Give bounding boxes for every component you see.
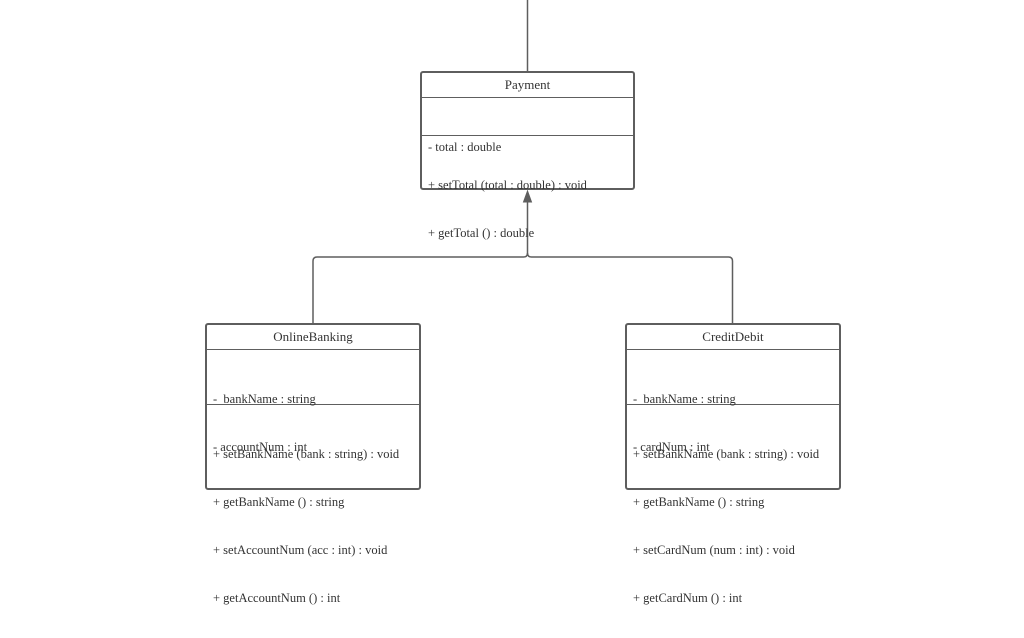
class-name: CreditDebit [627, 325, 839, 350]
methods-section: + setBankName (bank : string) : void + g… [207, 405, 419, 638]
class-name: OnlineBanking [207, 325, 419, 350]
methods-section: + setBankName (bank : string) : void + g… [627, 405, 839, 638]
attributes-section: - bankName : string - cardNum : int [627, 350, 839, 454]
class-creditdebit[interactable]: CreditDebit - bankName : string - cardNu… [625, 323, 841, 605]
class-payment[interactable]: Payment - total : double + setTotal (tot… [420, 71, 635, 240]
method: + getAccountNum () : int [213, 591, 341, 605]
attribute: - bankName : string [633, 392, 736, 406]
method: + setCardNum (num : int) : void [633, 543, 795, 557]
method: + getBankName () : string [633, 495, 765, 509]
attribute: - cardNum : int [633, 440, 710, 454]
method: + setBankName (bank : string) : void [633, 447, 820, 461]
method: + getBankName () : string [213, 495, 345, 509]
method: + setAccountNum (acc : int) : void [213, 543, 388, 557]
method: + setTotal (total : double) : void [428, 178, 587, 192]
attribute: - total : double [428, 140, 502, 154]
attributes-section: - total : double [422, 98, 633, 154]
generalization-arrowhead [522, 189, 533, 203]
attribute: - accountNum : int [213, 440, 308, 454]
class-onlinebanking[interactable]: OnlineBanking - bankName : string - acco… [205, 323, 421, 605]
class-name: Payment [422, 73, 633, 98]
attribute: - bankName : string [213, 392, 316, 406]
inheritance-connector-creditdebit [526, 252, 734, 323]
method: + getTotal () : double [428, 226, 535, 240]
attributes-section: - bankName : string - accountNum : int [207, 350, 419, 454]
method: + getCardNum () : int [633, 591, 743, 605]
method: + setBankName (bank : string) : void [213, 447, 400, 461]
methods-section: + setTotal (total : double) : void + get… [422, 136, 633, 273]
connector-lines [312, 0, 734, 323]
